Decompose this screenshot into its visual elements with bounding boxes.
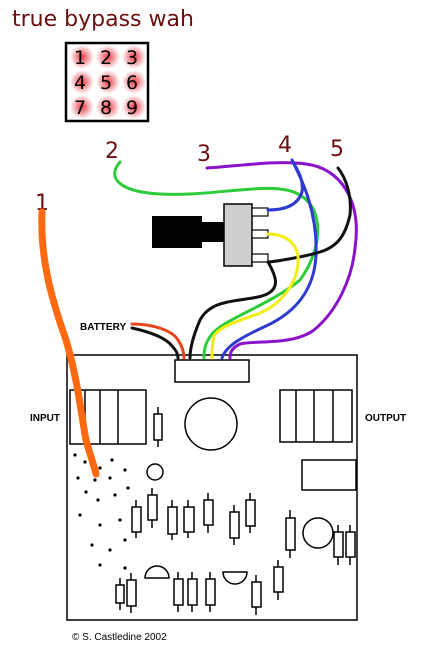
resistor xyxy=(187,572,198,612)
solder-pad xyxy=(123,566,127,570)
wire-5-black xyxy=(188,166,352,360)
wire-4-blue xyxy=(220,158,318,360)
solder-pad xyxy=(84,490,88,494)
pin-highlight-1 xyxy=(70,45,94,69)
resistor xyxy=(229,505,240,545)
pin-label-2: 2 xyxy=(100,47,112,69)
solder-pad xyxy=(83,460,87,464)
output-label: OUTPUT xyxy=(365,413,406,424)
wire-number-1: 1 xyxy=(35,191,49,216)
pin-label-6: 6 xyxy=(126,72,138,94)
footswitch xyxy=(152,203,269,267)
pin-highlight-4 xyxy=(70,70,94,94)
switch-pin-grid: 1 2 3 4 5 6 7 8 9 xyxy=(64,41,150,123)
pin-label-3: 3 xyxy=(126,47,138,69)
wire-number-2: 2 xyxy=(105,139,119,164)
electrolytic-capacitor xyxy=(302,517,334,549)
pin-label-7: 7 xyxy=(74,97,86,119)
resistor xyxy=(167,500,178,540)
solder-pad xyxy=(93,478,97,482)
solder-pad xyxy=(78,513,82,517)
pin-highlight-3 xyxy=(122,45,146,69)
battery-black-wire xyxy=(130,326,180,360)
transistor-1 xyxy=(144,565,170,579)
solder-pad xyxy=(110,458,114,462)
battery-red-wire xyxy=(130,322,186,360)
solder-pad xyxy=(98,563,102,567)
resistor xyxy=(183,500,195,538)
solder-pad xyxy=(73,453,77,457)
resistor xyxy=(203,493,214,533)
solder-pad xyxy=(96,498,100,502)
pin-highlight-5 xyxy=(96,70,120,94)
resistor xyxy=(205,572,216,612)
pin-label-8: 8 xyxy=(100,97,112,119)
small-capacitor xyxy=(146,463,164,481)
resistor xyxy=(115,578,125,610)
pin-label-5: 5 xyxy=(100,72,112,94)
resistor xyxy=(173,572,184,612)
pin-highlight-9 xyxy=(122,95,146,119)
pin-label-9: 9 xyxy=(126,97,138,119)
solder-pad xyxy=(123,468,127,472)
wire-number-5: 5 xyxy=(330,137,344,162)
wiring xyxy=(38,158,358,478)
wire-header xyxy=(174,359,250,383)
resistor xyxy=(153,407,163,447)
resistor xyxy=(251,575,262,615)
pin-highlight-8 xyxy=(96,95,120,119)
pin-highlight-6 xyxy=(122,70,146,94)
potentiometer xyxy=(184,397,238,451)
output-block xyxy=(279,389,353,443)
solder-pad xyxy=(98,523,102,527)
inductor xyxy=(301,459,357,491)
wire-number-3: 3 xyxy=(197,142,211,167)
solder-pad xyxy=(123,538,127,542)
copyright-credit: © S. Castledine 2002 xyxy=(72,632,167,643)
solder-pad xyxy=(90,543,94,547)
resistor xyxy=(273,560,284,600)
resistor xyxy=(245,493,256,533)
pin-label-1: 1 xyxy=(74,47,86,69)
transistor-2 xyxy=(222,571,248,585)
solder-pad xyxy=(108,548,112,552)
solder-pad xyxy=(126,486,130,490)
input-label: INPUT xyxy=(30,413,60,424)
solder-pad xyxy=(98,466,102,470)
resistor xyxy=(345,525,356,565)
battery-label: BATTERY xyxy=(80,322,126,333)
wire-number-4: 4 xyxy=(278,133,292,158)
solder-pad xyxy=(108,476,112,480)
solder-pad xyxy=(76,476,80,480)
solder-pads xyxy=(73,453,130,570)
wire-2-green xyxy=(113,160,320,360)
wire-yellow xyxy=(210,232,300,360)
solder-pad xyxy=(113,493,117,497)
wire-1-orange xyxy=(38,208,100,478)
resistor xyxy=(126,573,137,613)
pin-highlight-7 xyxy=(70,95,94,119)
circuit-board xyxy=(66,354,358,621)
diagram-title: true bypass wah xyxy=(12,7,194,32)
resistor xyxy=(333,525,344,565)
pin-highlight-2 xyxy=(96,45,120,69)
pin-label-4: 4 xyxy=(74,72,86,94)
resistor xyxy=(131,500,142,538)
resistor xyxy=(147,488,158,528)
solder-pad xyxy=(118,518,122,522)
resistor xyxy=(285,510,296,558)
